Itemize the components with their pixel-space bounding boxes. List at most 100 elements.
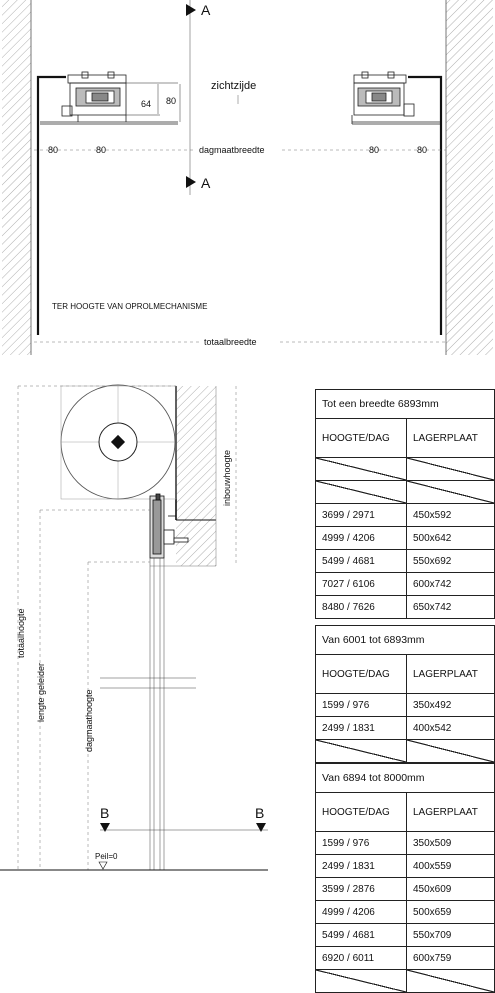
cell-lagerplaat: 400x542 (406, 716, 495, 740)
peil-marker (98, 861, 108, 870)
empty-cell (315, 739, 407, 763)
cell-lagerplaat: 350x492 (406, 693, 495, 717)
totaalhoogte-label: totaalhoogte (16, 608, 26, 658)
cell-hoogte-dag: 1599 / 976 (315, 693, 407, 717)
inbouwhoogte-label: inbouwhoogte (222, 450, 232, 506)
cell-hoogte-dag: 3699 / 2971 (315, 503, 407, 527)
column-header-lagerplaat: LAGERPLAAT (406, 418, 495, 458)
right-wall-hatch (446, 0, 493, 355)
table-empty-row (315, 457, 495, 481)
plan-frame-outline-right (408, 75, 443, 335)
lintel-hatch (176, 386, 216, 566)
drum-shaft-square (110, 434, 126, 450)
dim-right-80-1: 80 (369, 145, 379, 155)
dim-right-80-2: 80 (417, 145, 427, 155)
table-title-row: Tot een breedte 6893mm (315, 389, 495, 419)
dim-64-text: 64 (141, 99, 151, 109)
table-title-row: Van 6001 tot 6893mm (315, 625, 495, 655)
empty-cell (315, 457, 407, 481)
cell-lagerplaat: 350x509 (406, 831, 495, 855)
table-empty-row (315, 969, 495, 993)
section-mark-b-right: B (255, 805, 264, 821)
cell-lagerplaat: 650x742 (406, 595, 495, 619)
cell-hoogte-dag: 4999 / 4206 (315, 526, 407, 550)
cell-hoogte-dag: 4999 / 4206 (315, 900, 407, 924)
cell-hoogte-dag: 6920 / 6011 (315, 946, 407, 970)
guide-rail-head (149, 493, 189, 559)
ter-hoogte-label: TER HOOGTE VAN OPROLMECHANISME (52, 302, 207, 311)
cell-lagerplaat: 450x609 (406, 877, 495, 901)
empty-cell (406, 480, 495, 504)
table-empty-row (315, 739, 495, 763)
empty-cell (315, 969, 407, 993)
zichtzijde-label: zichtzijde (211, 80, 256, 92)
drum-housing (60, 385, 177, 500)
cell-hoogte-dag: 2499 / 1831 (315, 716, 407, 740)
lengte-geleider-label: lengte geleider (36, 663, 46, 722)
cell-lagerplaat: 600x742 (406, 572, 495, 596)
section-arrow-a-top (186, 4, 196, 16)
cell-lagerplaat: 550x709 (406, 923, 495, 947)
section-mark-b-left: B (100, 805, 109, 821)
section-arrow-a-bottom (186, 176, 196, 188)
cell-hoogte-dag: 5499 / 4681 (315, 549, 407, 573)
column-header-hoogte-dag: HOOGTE/DAG (315, 654, 407, 694)
column-header-lagerplaat: LAGERPLAAT (406, 792, 495, 832)
plan-frame-outline (36, 75, 66, 335)
section-mark-a-top: A (201, 2, 211, 18)
cell-lagerplaat: 400x559 (406, 854, 495, 878)
dim-80-text: 80 (166, 96, 176, 106)
section-mark-a-bottom: A (201, 175, 211, 191)
table-title: Tot een breedte 6893mm (315, 389, 495, 419)
column-header-lagerplaat: LAGERPLAAT (406, 654, 495, 694)
totaalbreedte-label: totaalbreedte (204, 337, 257, 347)
table-title: Van 6001 tot 6893mm (315, 625, 495, 655)
cell-hoogte-dag: 8480 / 7626 (315, 595, 407, 619)
left-guide-detail (40, 71, 178, 125)
column-header-hoogte-dag: HOOGTE/DAG (315, 418, 407, 458)
cell-lagerplaat: 450x592 (406, 503, 495, 527)
right-guide-detail (351, 71, 440, 125)
cell-lagerplaat: 550x692 (406, 549, 495, 573)
empty-cell (406, 969, 495, 993)
empty-cell (406, 457, 495, 481)
left-wall-hatch (2, 0, 31, 355)
dim-left-80-2: 80 (96, 145, 106, 155)
table-title: Van 6894 tot 8000mm (315, 763, 495, 793)
cell-hoogte-dag: 1599 / 976 (315, 831, 407, 855)
dim-left-80-1: 80 (48, 145, 58, 155)
section-arrow-b-right (256, 823, 266, 832)
cell-lagerplaat: 500x642 (406, 526, 495, 550)
cell-lagerplaat: 500x659 (406, 900, 495, 924)
dagmaathoogte-label: dagmaathoogte (84, 689, 94, 752)
section-arrow-b-left (100, 823, 110, 832)
empty-cell (315, 480, 407, 504)
cell-hoogte-dag: 3599 / 2876 (315, 877, 407, 901)
empty-cell (406, 739, 495, 763)
plan-view: A A 64 80 (2, 0, 493, 355)
cell-hoogte-dag: 2499 / 1831 (315, 854, 407, 878)
cell-lagerplaat: 600x759 (406, 946, 495, 970)
section-view: totaalhoogte lengte geleider dagmaathoog… (0, 384, 268, 871)
